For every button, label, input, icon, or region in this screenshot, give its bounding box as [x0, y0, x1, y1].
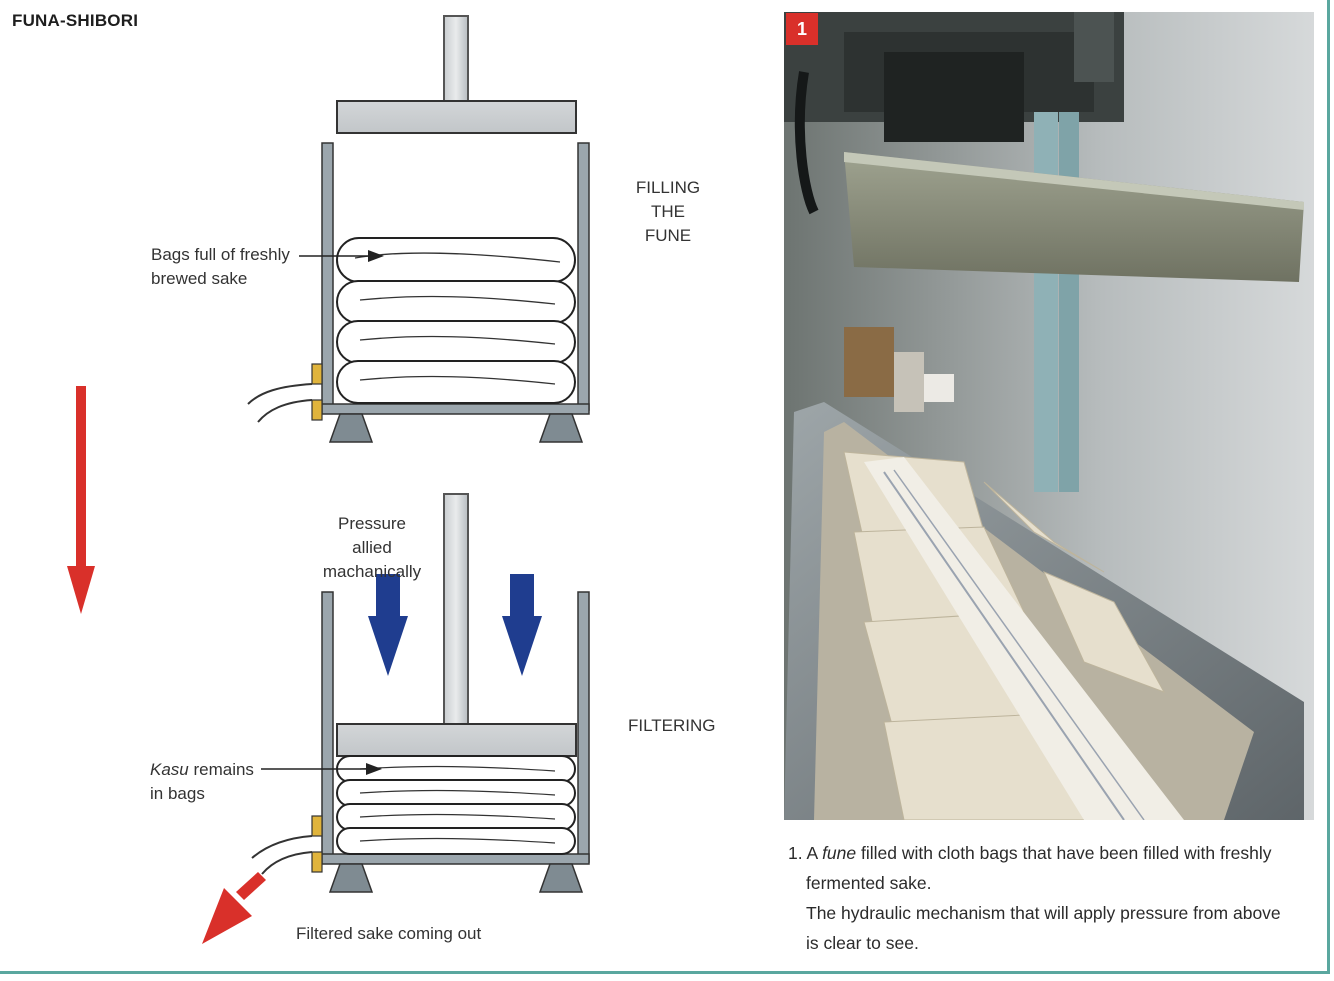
photo-caption: 1. A fune filled with cloth bags that ha…: [788, 843, 1281, 953]
outflow-arrow: [202, 872, 266, 944]
photo-number-badge: 1: [786, 13, 818, 45]
press-rod-bottom: [443, 493, 469, 727]
tank-floor-top: [321, 403, 590, 415]
tank-foot-left-top: [328, 413, 374, 443]
stage-label-filtering: FILTERING: [628, 716, 716, 735]
label-filtered-sake: Filtered sake coming out: [296, 924, 482, 943]
fune-photo: [784, 12, 1314, 820]
funa-shibori-diagram: [67, 15, 590, 944]
kasu-bag: [336, 827, 576, 855]
page-title: FUNA-SHIBORI: [12, 11, 139, 30]
press-rod-top: [443, 15, 469, 103]
kasu-term: Kasu: [150, 760, 189, 779]
tank-wall-right-top: [577, 142, 590, 411]
label-pressure: Pressure allied machanically: [322, 514, 422, 581]
pressure-arrows: [368, 574, 542, 676]
tank-wall-left-top: [321, 142, 334, 411]
press-filling: [247, 15, 590, 443]
sake-bag: [336, 360, 576, 404]
kasu-bag: [336, 803, 576, 831]
stage-label-filling: FILLING THE FUNE: [635, 178, 701, 245]
press-plate-bottom: [336, 723, 577, 757]
kasu-bag: [336, 779, 576, 807]
label-bags-full: Bags full of freshly brewed sake: [151, 245, 290, 288]
press-plate-top: [336, 100, 577, 134]
press-filtering: [202, 493, 590, 944]
fune-term: fune: [822, 843, 857, 863]
process-arrow: [67, 386, 95, 614]
tank-foot-right-top: [538, 413, 584, 443]
